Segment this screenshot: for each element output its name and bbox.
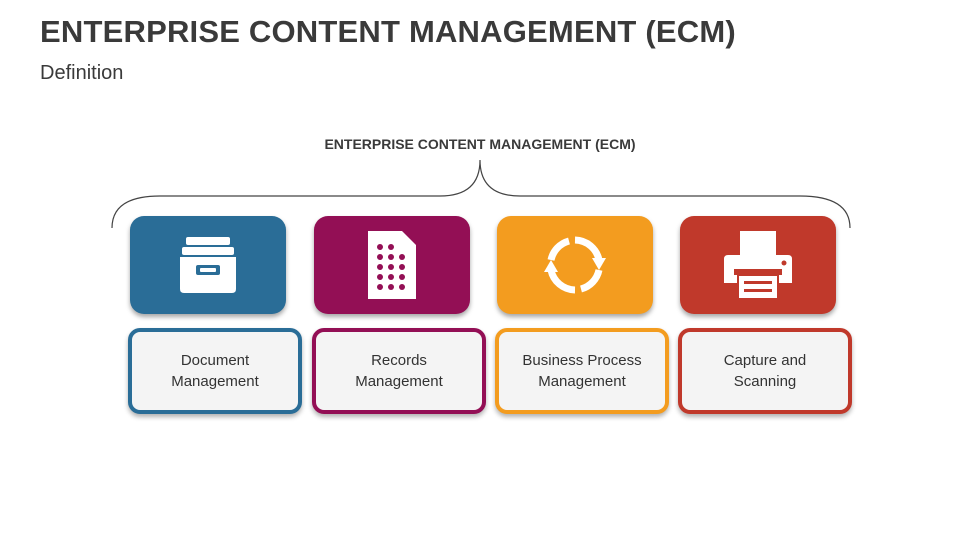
- capture-and-scanning-label: Capture and Scanning: [678, 328, 852, 414]
- records-management-icon-card: [314, 216, 470, 314]
- slide-subtitle: Definition: [40, 62, 124, 84]
- records-management-label: Records Management: [312, 328, 486, 414]
- business-process-management-label: Business Process Management: [495, 328, 669, 414]
- printer-scanner-icon: [724, 231, 792, 300]
- diagram-heading: ENTERPRISE CONTENT MANAGEMENT (ECM): [324, 136, 636, 152]
- slide-title: ENTERPRISE CONTENT MANAGEMENT (ECM): [40, 14, 736, 49]
- file-drawer-icon: [180, 237, 236, 293]
- refresh-cycle-icon: [544, 236, 606, 294]
- document-management-label: Document Management: [128, 328, 302, 414]
- document-management-icon-card: [130, 216, 286, 314]
- business-process-management-icon-card: [497, 216, 653, 314]
- records-document-icon: [368, 231, 416, 299]
- capture-and-scanning-icon-card: [680, 216, 836, 314]
